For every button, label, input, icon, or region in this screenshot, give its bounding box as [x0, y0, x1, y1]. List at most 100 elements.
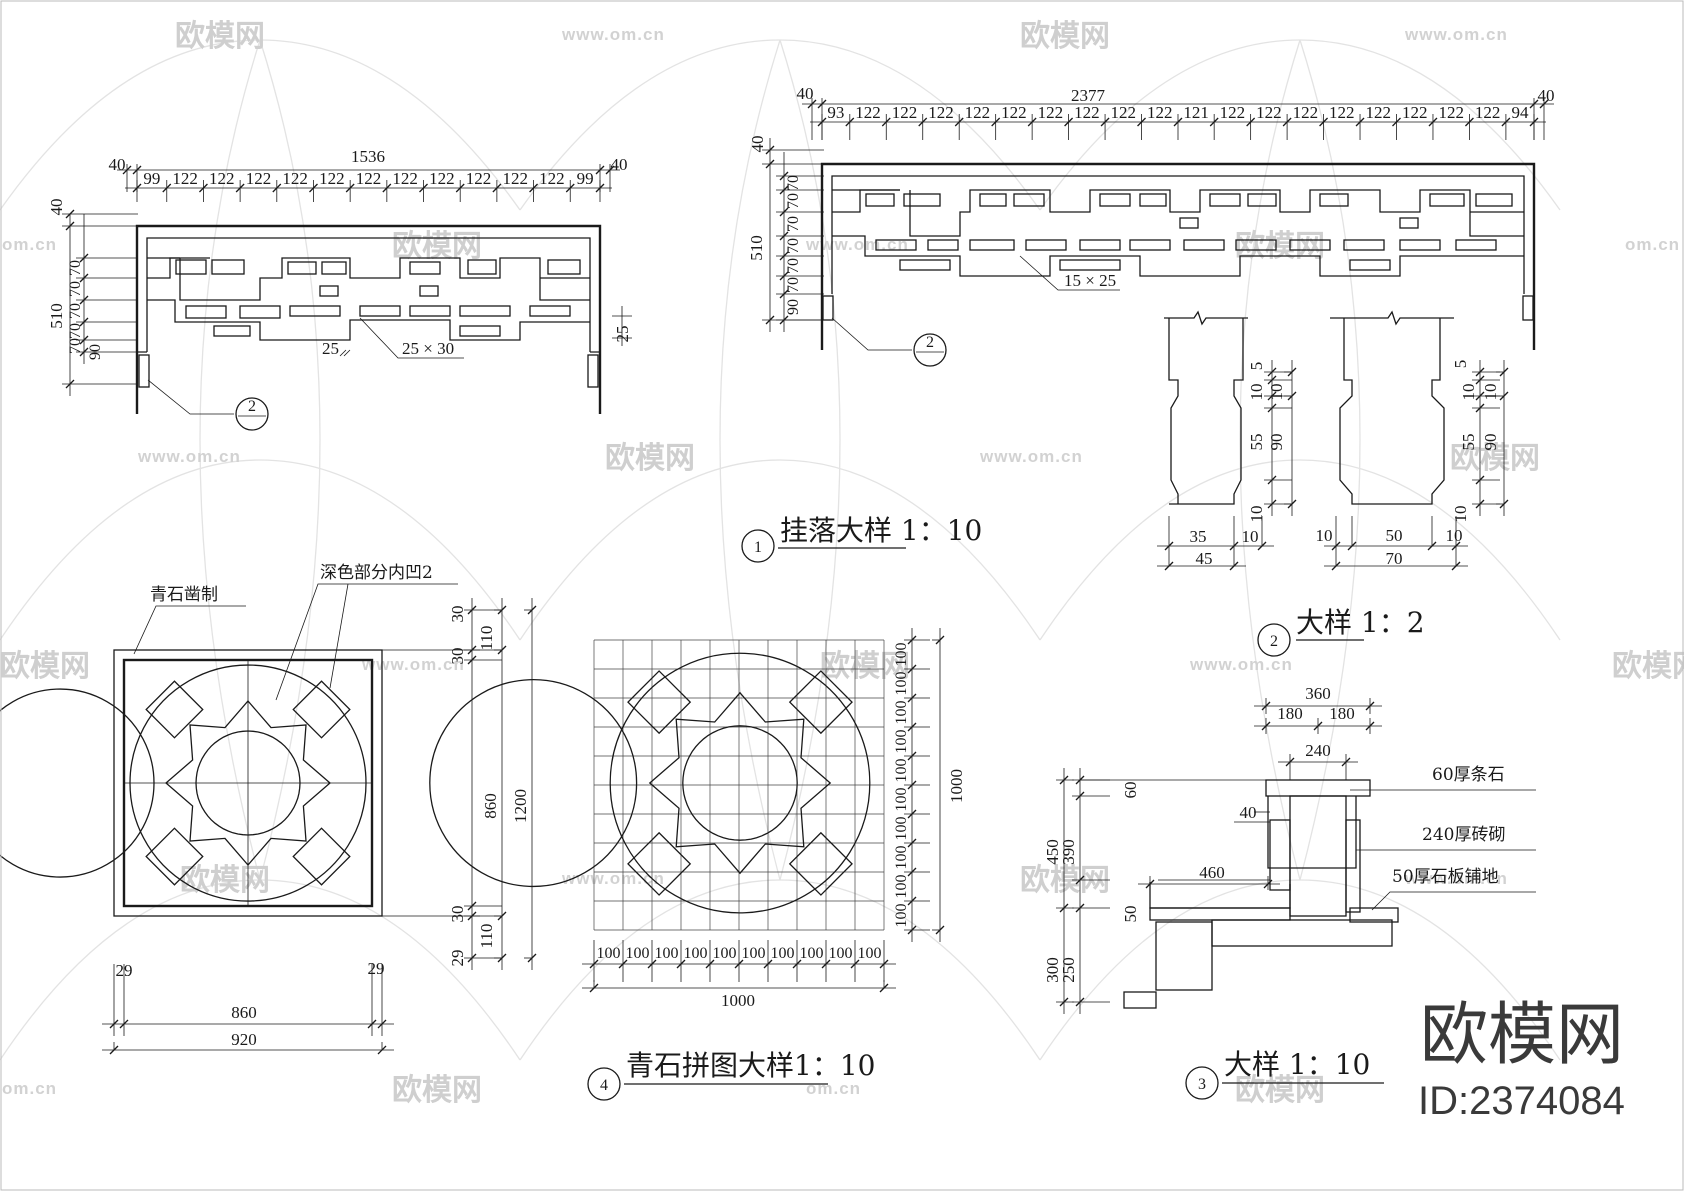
watermark-brand: 欧模网	[1020, 863, 1110, 898]
dim-tick	[1267, 499, 1277, 509]
dim-value: 122	[1256, 103, 1282, 122]
dim-tick	[497, 911, 507, 921]
front-height-seg: 5	[1451, 360, 1470, 369]
dim-tick	[1075, 791, 1085, 801]
medallion-ring	[0, 664, 367, 902]
dim-value: 90	[87, 344, 104, 360]
dim-tick	[1475, 499, 1485, 509]
dim-tick	[918, 117, 928, 127]
model-id: ID:2374084	[1418, 1079, 1625, 1123]
dim-tick	[779, 251, 789, 261]
dim-tick	[1355, 117, 1365, 127]
dim-tick	[817, 99, 827, 109]
detail-title: 青石拼图大样1：10	[626, 1049, 875, 1082]
dim-tick	[907, 780, 917, 790]
dim-value: 122	[965, 103, 991, 122]
dim-tick	[272, 183, 282, 193]
dim-tick	[1164, 561, 1174, 571]
dim-tick	[1475, 375, 1485, 385]
medallion-cutout	[292, 680, 351, 739]
dim-value: 100	[893, 672, 910, 696]
front-width-c: 10	[1446, 526, 1463, 545]
dim-value: 122	[429, 169, 455, 188]
dim-tick	[79, 317, 89, 327]
dimension-chains	[1157, 360, 1509, 571]
dim-tick	[1347, 541, 1357, 551]
dim-value: 122	[1220, 103, 1246, 122]
dim-tick	[132, 165, 142, 175]
dimension-chains	[1056, 698, 1382, 1014]
dim-250: 250	[1059, 957, 1078, 983]
material-label: 青石凿制	[150, 585, 218, 605]
dim-tick	[1475, 403, 1485, 413]
dim-tick	[467, 953, 477, 963]
height-label: 510	[747, 235, 766, 261]
dim-tick	[1464, 117, 1474, 127]
front-profile	[1339, 318, 1445, 505]
overall-length-label: 2377	[1071, 86, 1106, 105]
dim-tick	[792, 959, 802, 969]
dim-tick	[65, 209, 75, 219]
dim-tick	[1392, 117, 1401, 127]
dim-value: 100	[800, 945, 824, 962]
dim-60: 60	[1121, 782, 1140, 799]
dim-tick	[605, 165, 615, 175]
watermark-brand: 欧模网	[392, 1073, 482, 1108]
watermark-brand: 欧模网	[0, 649, 90, 684]
dim-tick	[1287, 367, 1297, 377]
dim-tick	[1075, 875, 1085, 885]
detail-title: 大样 1：10	[1224, 1048, 1370, 1081]
front-height-seg: 10	[1459, 384, 1478, 401]
watermark-arcs	[0, 39, 1561, 1061]
brick-core	[1289, 795, 1347, 917]
dim-tick	[676, 959, 686, 969]
dim-tick	[647, 959, 657, 969]
dim-value: 70	[785, 258, 802, 274]
dim-tick	[1287, 499, 1297, 509]
stone-border	[113, 649, 383, 917]
dim-tick	[765, 145, 775, 155]
dim-tick	[779, 289, 789, 299]
dim-value: 122	[1293, 103, 1319, 122]
dim-value: 122	[855, 103, 881, 122]
callout-number: 2	[926, 334, 934, 351]
medallion-cutout	[627, 670, 692, 735]
dim-tick	[907, 867, 917, 877]
top-total: 360	[1305, 684, 1331, 703]
dim-value: 122	[1402, 103, 1428, 122]
top-offset-label: 40	[47, 199, 66, 216]
dim-tick	[595, 165, 605, 175]
dim-tick	[79, 273, 89, 283]
dim-value: 100	[655, 945, 679, 962]
front-height-seg: 10	[1451, 506, 1470, 523]
dim-tick	[907, 635, 917, 645]
field-height: 860	[481, 793, 500, 819]
dim-tick	[1499, 499, 1509, 509]
dim-tick	[1137, 117, 1146, 127]
bluestone-medallion-plan: 青石凿制 深色部分内凹2 29 29 860 920 30 110 30 860…	[0, 563, 966, 1055]
title-badge-number: 1	[754, 539, 762, 556]
dim-value: 122	[392, 169, 418, 188]
dim-tick	[881, 117, 891, 127]
dim-tick	[1285, 757, 1295, 767]
post-ornament-detail: 35 10 45 10 50 10 70 90 55 10 10 5 10 90…	[1157, 310, 1509, 571]
dim-tick	[907, 809, 917, 819]
dim-value: 122	[209, 169, 235, 188]
dim-value: 100	[858, 945, 882, 962]
callout-leader	[831, 317, 912, 351]
dim-tick	[850, 959, 860, 969]
dim-tick	[1075, 903, 1085, 913]
watermark-brand: 欧模网	[820, 649, 910, 684]
overall-height: 1200	[511, 789, 530, 823]
end-right-label: 40	[611, 155, 628, 174]
dim-value: 100	[893, 904, 910, 928]
footing	[1155, 921, 1213, 991]
side-break-line	[1164, 310, 1248, 326]
dim-value: 121	[1183, 103, 1209, 122]
dim-value: 122	[1366, 103, 1392, 122]
callout-leader	[147, 379, 234, 415]
front-width-b: 50	[1386, 526, 1403, 545]
dim-tick	[1501, 117, 1511, 127]
dim-tick	[1341, 757, 1351, 767]
